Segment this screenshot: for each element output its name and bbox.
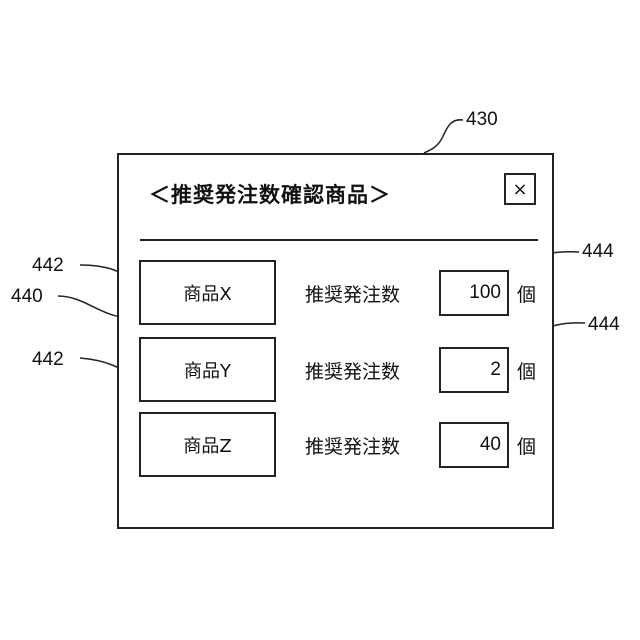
leader-430: [424, 120, 463, 153]
order-qty-label: 推奨発注数: [305, 432, 400, 459]
close-icon: ×: [512, 179, 527, 200]
product-button-x[interactable]: 商品X: [139, 260, 276, 325]
title-divider: [140, 239, 538, 241]
product-button-y[interactable]: 商品Y: [139, 337, 276, 402]
close-button[interactable]: ×: [504, 173, 536, 205]
unit-label: 個: [517, 280, 536, 307]
order-qty-field-z[interactable]: [439, 422, 509, 468]
product-row: 商品Z 推奨発注数 個: [119, 412, 552, 478]
product-button-z[interactable]: 商品Z: [139, 412, 276, 477]
recommended-order-panel: ＜推奨発注数確認商品＞ × 商品X 推奨発注数 個 商品Y 推奨発注数 個 商品…: [117, 153, 554, 529]
order-qty-field-x[interactable]: [439, 270, 509, 316]
product-row: 商品X 推奨発注数 個: [119, 260, 552, 326]
order-qty-label: 推奨発注数: [305, 357, 400, 384]
order-qty-label: 推奨発注数: [305, 280, 400, 307]
order-qty-field-y[interactable]: [439, 347, 509, 393]
unit-label: 個: [517, 357, 536, 384]
panel-title: ＜推奨発注数確認商品＞: [149, 179, 391, 209]
product-row: 商品Y 推奨発注数 個: [119, 337, 552, 403]
unit-label: 個: [517, 432, 536, 459]
